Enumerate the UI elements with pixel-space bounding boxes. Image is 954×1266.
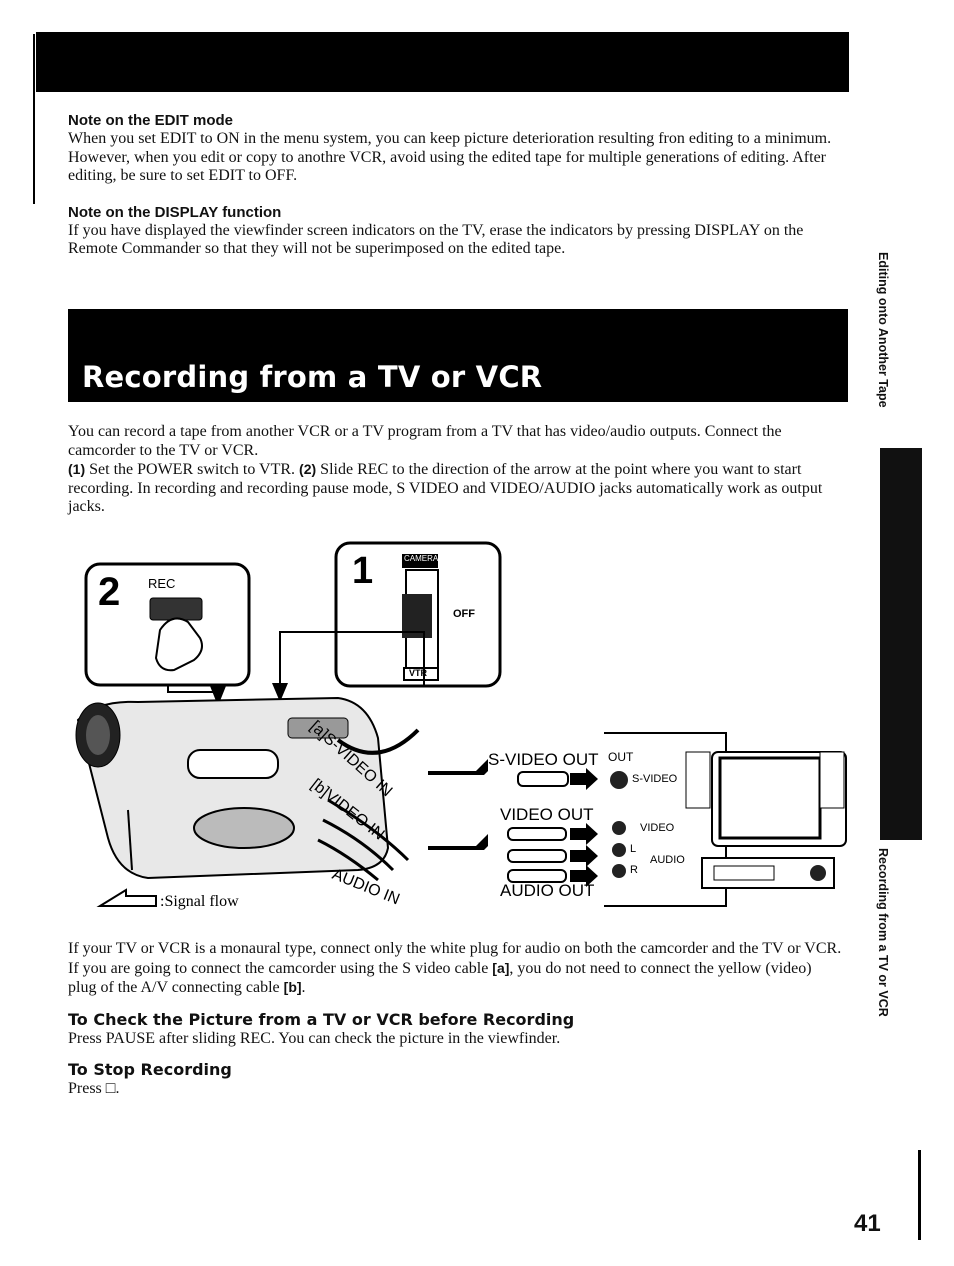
notes-section: Note on the EDIT mode When you set EDIT … bbox=[68, 112, 848, 277]
audio-cable-r bbox=[317, 838, 379, 882]
off-label: OFF bbox=[453, 608, 475, 620]
rec-switch bbox=[149, 597, 203, 621]
audio-r-jack bbox=[612, 864, 626, 878]
note-display-body: If you have displayed the viewfinder scr… bbox=[68, 221, 804, 258]
panel-l-label: L bbox=[630, 843, 637, 855]
s-video-note-a: If you are going to connect the camcorde… bbox=[68, 959, 493, 977]
intro-text: You can record a tape from another VCR o… bbox=[68, 423, 838, 517]
intro-line: You can record a tape from another VCR o… bbox=[68, 423, 782, 459]
tag-b: [b] bbox=[283, 979, 302, 995]
audio-out-label: AUDIO OUT bbox=[500, 881, 595, 900]
audio-cable-l bbox=[322, 818, 395, 872]
panel-audio-label: AUDIO bbox=[650, 854, 685, 866]
connection-diagram: 2 REC 1 CAMERA OFF VTR [a]S-VIDEO IN [b]… bbox=[68, 540, 858, 920]
note-edit-body: When you set EDIT to ON in the menu syst… bbox=[68, 130, 832, 184]
rec-label: REC bbox=[148, 576, 176, 591]
header-bar bbox=[36, 32, 849, 92]
s-video-note: If you are going to connect the camcorde… bbox=[68, 959, 843, 998]
vtr-label-box bbox=[403, 667, 439, 681]
monaural-note: If your TV or VCR is a monaural type, co… bbox=[68, 940, 842, 957]
step2-text: Slide REC to the direction of the arrow … bbox=[68, 461, 823, 515]
connection-diagram-art bbox=[75, 541, 847, 907]
signal-flow-icon bbox=[96, 888, 157, 907]
stop-body-end: . bbox=[115, 1080, 120, 1097]
vtr-label: VTR bbox=[409, 668, 427, 678]
step2-number: (2) bbox=[299, 461, 317, 477]
step2-number: 2 bbox=[98, 570, 121, 614]
audio-plug-l bbox=[507, 849, 567, 863]
panel-r-label: R bbox=[630, 864, 638, 876]
video-plug bbox=[507, 827, 567, 841]
stop-body-text: Press bbox=[68, 1080, 106, 1097]
side-label-recording: Recording from a TV or VCR bbox=[876, 848, 890, 1017]
stop-recording-body: Press □. bbox=[68, 1080, 843, 1099]
side-rule bbox=[918, 1150, 921, 1240]
signal-flow-label: :Signal flow bbox=[160, 893, 239, 910]
section-title-bar: Recording from a TV or VCR bbox=[68, 309, 848, 402]
finger-icon bbox=[154, 617, 203, 672]
video-jack bbox=[612, 821, 626, 835]
step2-callout-box bbox=[84, 562, 251, 687]
step1-number: (1) bbox=[68, 461, 86, 477]
signal-arrow-1 bbox=[428, 759, 488, 775]
plug-arrow-3 bbox=[570, 845, 598, 867]
step1-callout-box bbox=[334, 541, 502, 688]
stop-recording-heading: To Stop Recording bbox=[68, 1060, 232, 1079]
signal-arrow-2 bbox=[428, 834, 488, 850]
section-title: Recording from a TV or VCR bbox=[82, 360, 543, 394]
audio-l-jack bbox=[612, 843, 626, 857]
arrow-connector bbox=[167, 686, 218, 693]
panel-video-label: VIDEO bbox=[640, 822, 675, 834]
after-diagram-text: If your TV or VCR is a monaural type, co… bbox=[68, 940, 843, 1099]
tv-speaker-right bbox=[819, 751, 845, 809]
vcr-slot bbox=[713, 865, 775, 881]
s-video-out-label: S-VIDEO OUT bbox=[488, 750, 599, 769]
tag-a: [a] bbox=[492, 959, 510, 976]
audio-plug-r bbox=[507, 869, 567, 883]
tv-speaker-left bbox=[685, 751, 711, 809]
check-picture-heading: To Check the Picture from a TV or VCR be… bbox=[68, 1009, 575, 1029]
note-display-heading: Note on the DISPLAY function bbox=[68, 203, 282, 221]
connector-line bbox=[279, 631, 425, 685]
s-video-note-b: , you do not need to connect the yellow … bbox=[68, 959, 812, 997]
side-thumb-tab bbox=[880, 448, 922, 840]
page-number: 41 bbox=[854, 1210, 881, 1237]
step1-text: Set the POWER switch to VTR. bbox=[85, 461, 300, 478]
side-label-editing: Editing onto Another Tape bbox=[876, 252, 890, 408]
video-cable bbox=[327, 798, 410, 862]
left-margin-rule bbox=[33, 34, 35, 204]
s-video-plug bbox=[517, 771, 569, 787]
out-label: OUT bbox=[608, 750, 634, 764]
tv-screen bbox=[718, 756, 822, 840]
note-edit-heading: Note on the EDIT mode bbox=[68, 112, 233, 129]
camcorder-illustration bbox=[75, 696, 390, 880]
plug-arrow-1 bbox=[570, 768, 598, 790]
power-switch-knob bbox=[402, 594, 432, 638]
camera-label-box bbox=[402, 554, 438, 568]
check-picture-body: Press PAUSE after sliding REC. You can c… bbox=[68, 1029, 561, 1047]
panel-s-video-label: S-VIDEO bbox=[632, 773, 678, 785]
arrow-down-1 bbox=[272, 683, 288, 702]
stop-symbol: □ bbox=[105, 1080, 116, 1097]
step1-number: 1 bbox=[352, 550, 374, 592]
video-out-label: VIDEO OUT bbox=[500, 805, 594, 824]
vcr-knob bbox=[810, 865, 826, 881]
plug-arrow-2 bbox=[570, 823, 598, 845]
s-video-cable bbox=[336, 728, 420, 755]
s-video-note-c: . bbox=[301, 979, 306, 996]
s-video-jack bbox=[610, 771, 628, 789]
camera-label: CAMERA bbox=[404, 554, 439, 563]
plug-arrow-4 bbox=[570, 865, 598, 887]
